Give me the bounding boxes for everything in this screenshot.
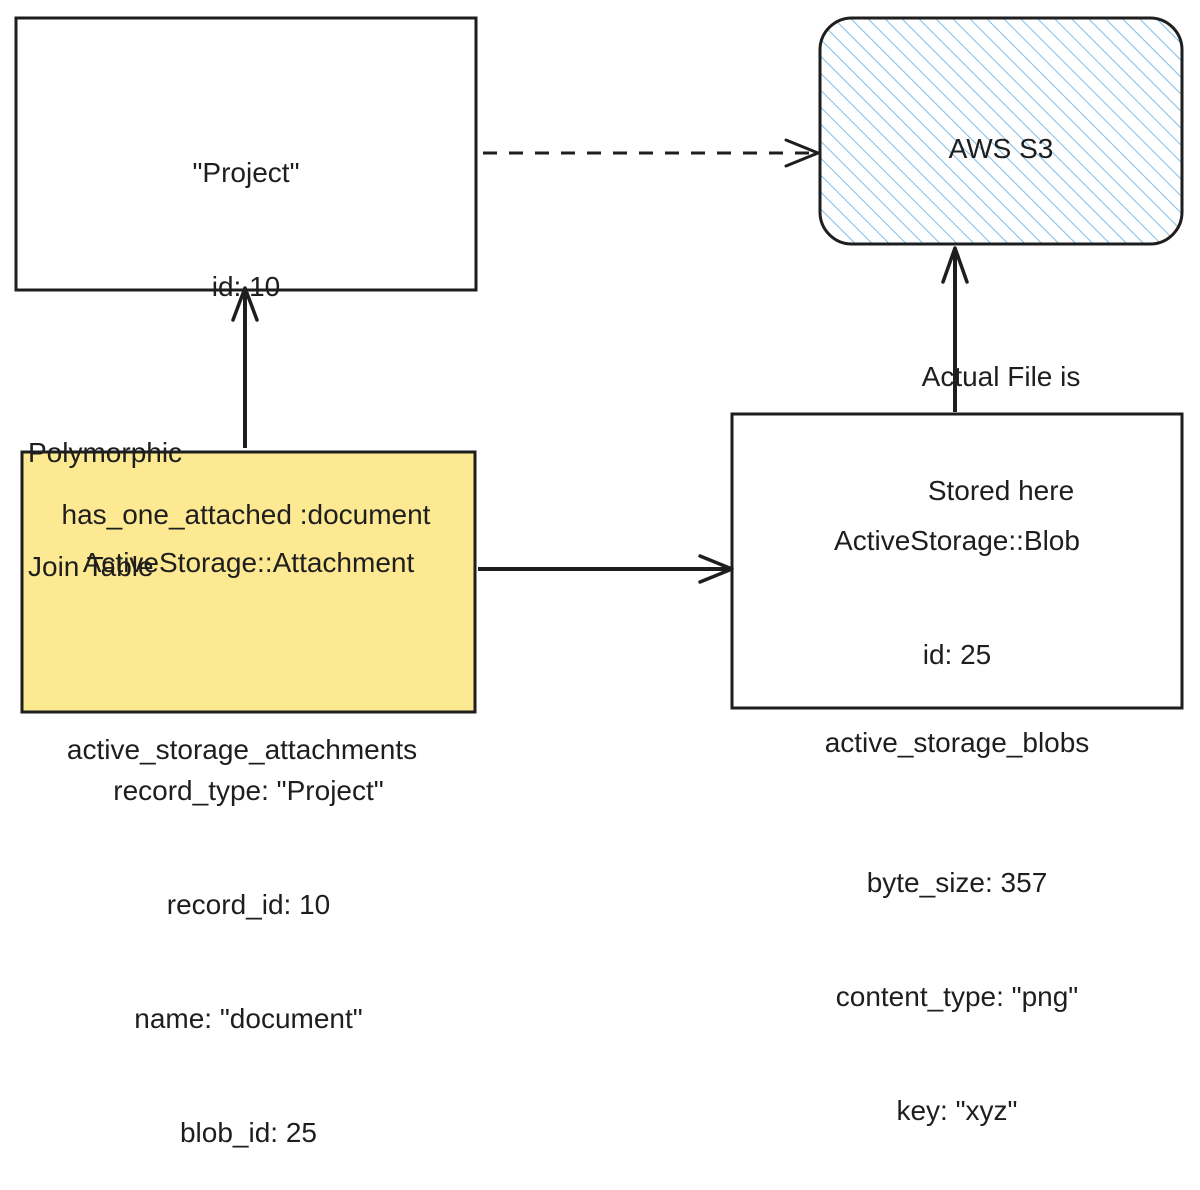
- blob-content-type: content_type: "png": [835, 981, 1079, 1012]
- blob-byte-size: byte_size: 357: [866, 867, 1048, 898]
- s3-title: AWS S3: [948, 133, 1054, 164]
- blob-id: id: 25: [922, 639, 992, 670]
- project-box: [14, 16, 478, 292]
- s3-spacer: [820, 244, 1182, 282]
- blobs-table-label: active_storage_blobs: [824, 727, 1090, 758]
- s3-desc-line1: Actual File is: [921, 361, 1081, 392]
- blob-box: [730, 412, 1184, 710]
- blob-box-text: ActiveStorage::Blob id: 25 byte_size: 35…: [732, 446, 1182, 1168]
- attachment-blob-id: blob_id: 25: [179, 1117, 317, 1148]
- attachment-box: [20, 450, 477, 714]
- polymorphic-label-line1: Polymorphic: [28, 437, 183, 468]
- project-title: "Project": [192, 157, 300, 188]
- polymorphic-label-line2: Join Table: [28, 551, 154, 582]
- blob-key: key: "xyz": [896, 1095, 1018, 1126]
- arrow-attachment-to-blob: [478, 554, 734, 584]
- project-box-text: "Project" id: 10 has_one_attached :docum…: [16, 78, 476, 572]
- dashed-arrow-project-to-s3: [483, 138, 820, 168]
- s3-desc-line2: Stored here: [927, 475, 1075, 506]
- blob-title: ActiveStorage::Blob: [834, 525, 1080, 556]
- attachment-record-id: record_id: 10: [166, 889, 331, 920]
- arrow-blob-to-s3: [941, 246, 969, 412]
- attachment-spacer: [22, 658, 475, 696]
- attachment-title: ActiveStorage::Attachment: [82, 547, 415, 578]
- attachments-table-label: active_storage_attachments: [66, 734, 418, 765]
- s3-box-text: AWS S3 Actual File is Stored here: [820, 54, 1182, 548]
- diagram-canvas: [14, 16, 1184, 714]
- arrow-attachment-to-project: [231, 286, 259, 448]
- s3-box: [818, 16, 1184, 246]
- project-attachment-decl: has_one_attached :document: [61, 499, 431, 530]
- project-id: id: 10: [211, 271, 281, 302]
- attachment-name: name: "document": [134, 1003, 363, 1034]
- polymorphic-label: Polymorphic Join Table: [28, 358, 182, 624]
- attachment-record-type: record_type: "Project": [113, 775, 384, 806]
